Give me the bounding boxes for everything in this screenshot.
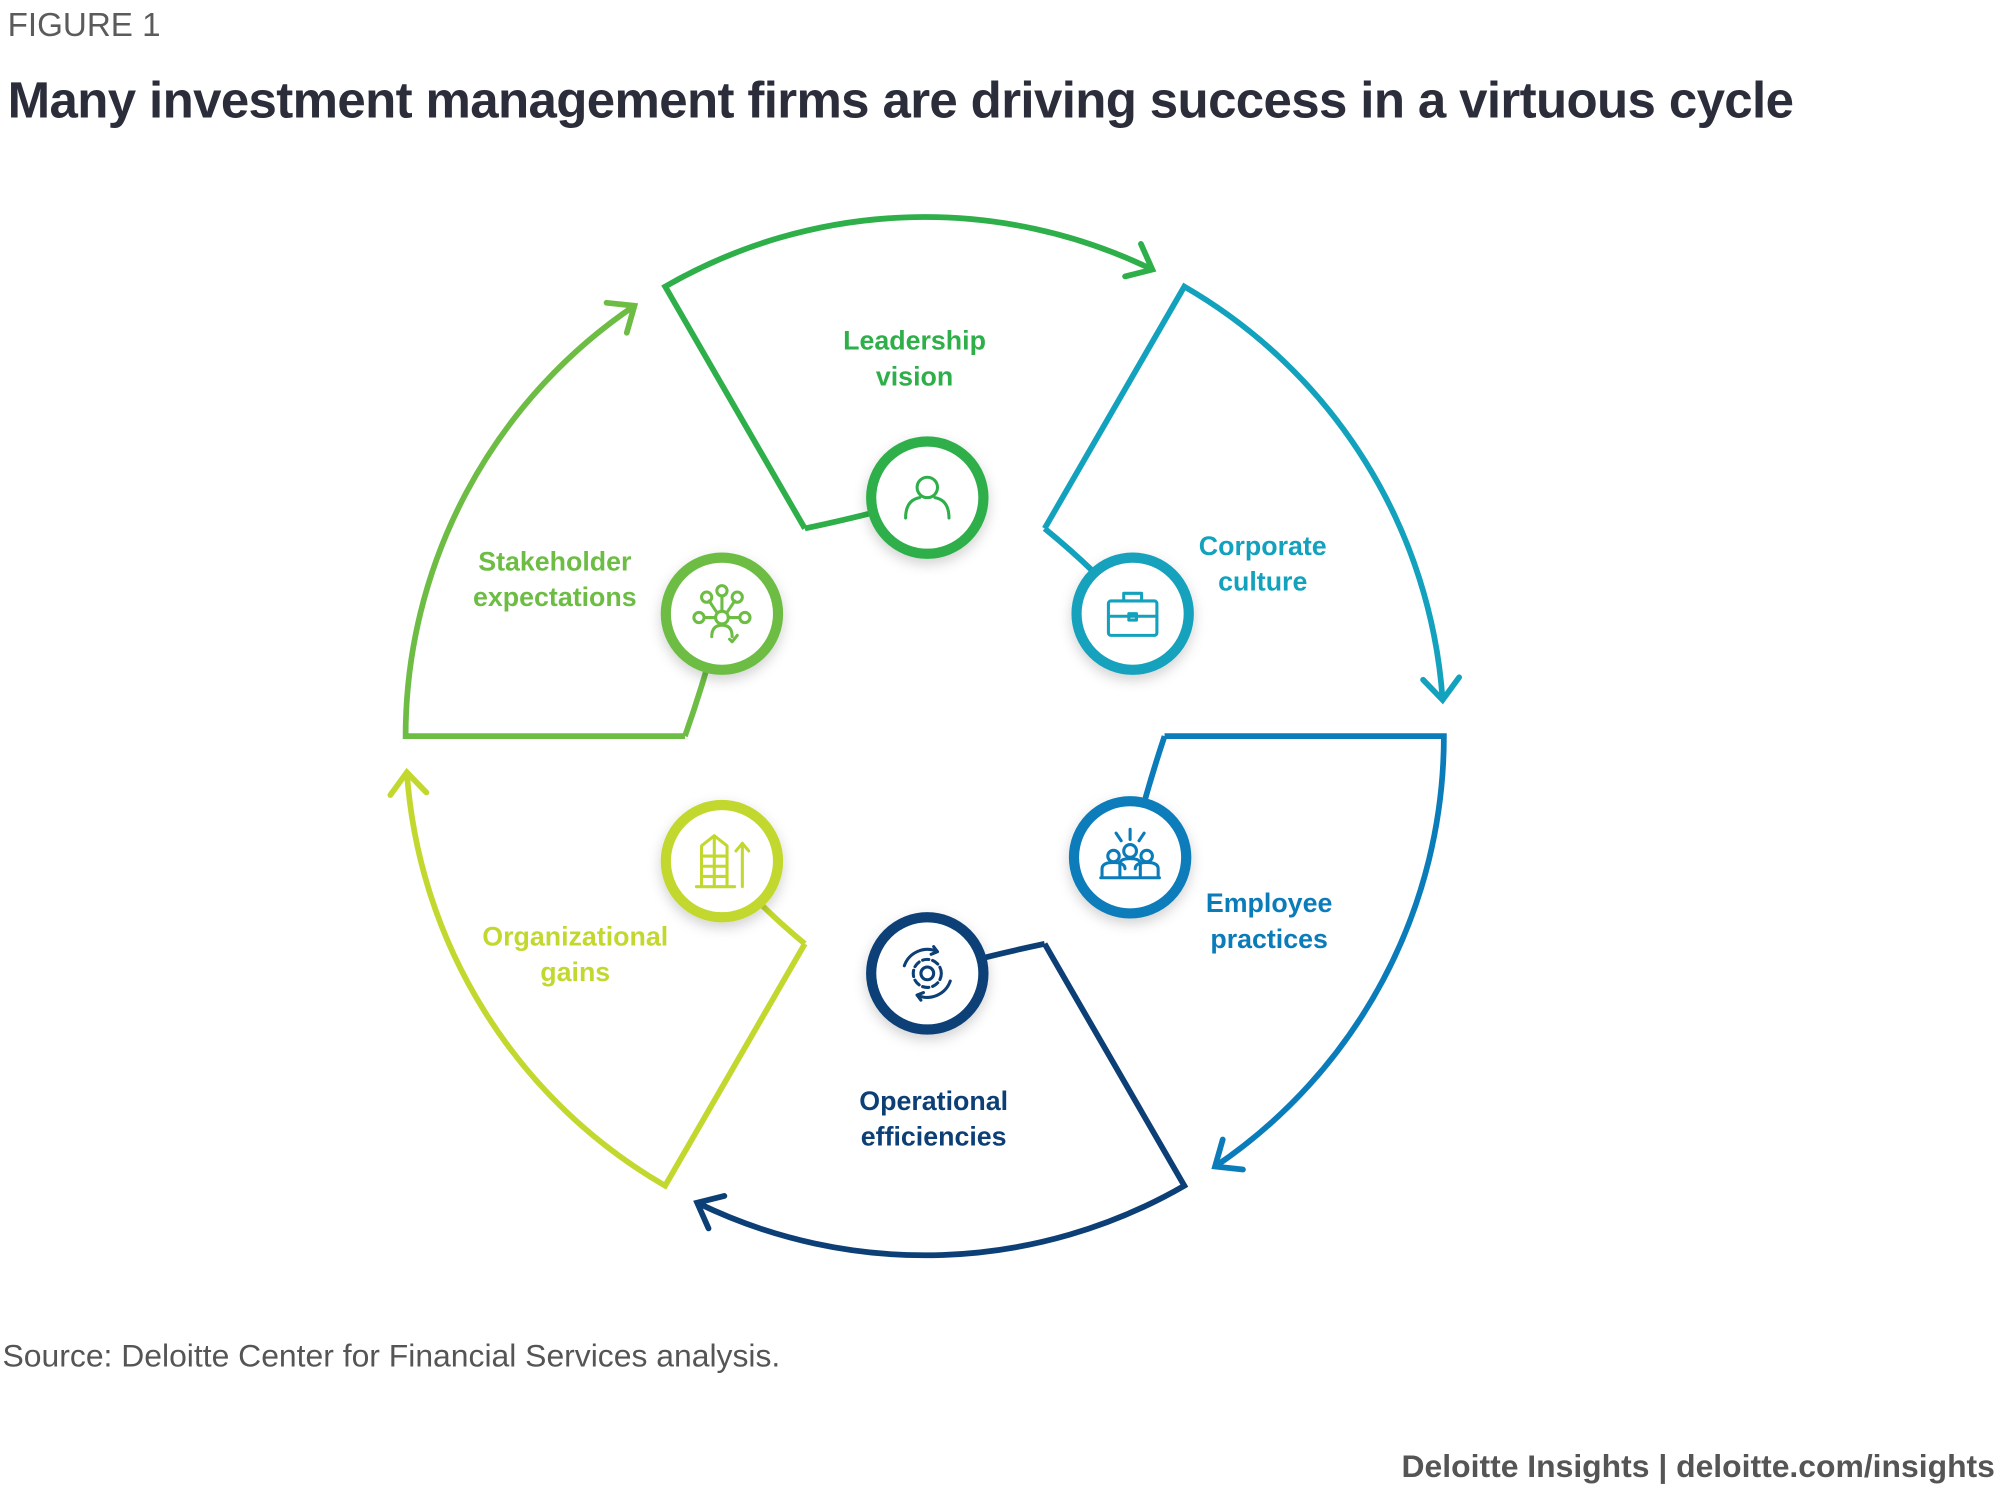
step-label: Stakeholder: [478, 546, 632, 576]
page-title: Many investment management firms are dri…: [8, 72, 1794, 129]
network-icon: [692, 584, 752, 644]
icon-badge: [866, 912, 989, 1035]
arrowhead-icon: [1122, 241, 1157, 280]
team-icon: [1099, 827, 1161, 880]
step-label: Employee: [1206, 888, 1332, 918]
arrowhead-icon: [693, 1193, 728, 1232]
step-label: Operational: [859, 1086, 1008, 1116]
cycle-step-employee: Employee practices: [1068, 733, 1447, 1173]
arrowhead-icon: [1211, 1136, 1246, 1173]
cycle-step-operational: Operational efficiencies: [693, 912, 1189, 1259]
step-label: Leadership: [843, 326, 986, 356]
step-label: Corporate: [1199, 531, 1327, 561]
cycle-arrow-arc: [661, 214, 1154, 530]
icon-badge: [660, 552, 784, 675]
arrowhead-icon: [1420, 674, 1463, 705]
step-label: practices: [1210, 924, 1328, 954]
arrowhead-icon: [387, 767, 430, 798]
cycle-step-stakeholder: Stakeholder expectations: [402, 299, 784, 740]
briefcase-icon: [1106, 591, 1159, 637]
arrowhead-icon: [603, 299, 639, 336]
cycle-step-organizational: Organizational gains: [387, 767, 808, 1190]
cycle-step-corporate: Corporate culture: [1042, 282, 1463, 705]
cycle-arrow-arc: [402, 303, 685, 740]
cycle-arrow-arc: [1164, 733, 1447, 1169]
cycle-arrow-arc: [695, 942, 1189, 1259]
step-label: efficiencies: [861, 1122, 1007, 1152]
step-label: culture: [1218, 567, 1307, 597]
figure-label: FIGURE 1: [8, 7, 161, 44]
step-label: Organizational: [482, 921, 668, 951]
cycle-step-leadership: Leadership vision: [661, 214, 1157, 559]
footer-credit: Deloitte Insights | deloitte.com/insight…: [1402, 1448, 1995, 1484]
cycle-arrow-arc: [1042, 282, 1446, 701]
building-growth-icon: [694, 834, 751, 889]
gear-cycle-icon: [902, 945, 952, 1002]
source-note: Source: Deloitte Center for Financial Se…: [3, 1337, 781, 1373]
cycle-arrow-arc: [404, 772, 808, 1190]
person-icon: [904, 475, 951, 520]
step-label: vision: [876, 361, 953, 391]
icon-badge: [660, 799, 784, 923]
step-label: expectations: [473, 582, 637, 612]
step-label: gains: [540, 957, 610, 987]
